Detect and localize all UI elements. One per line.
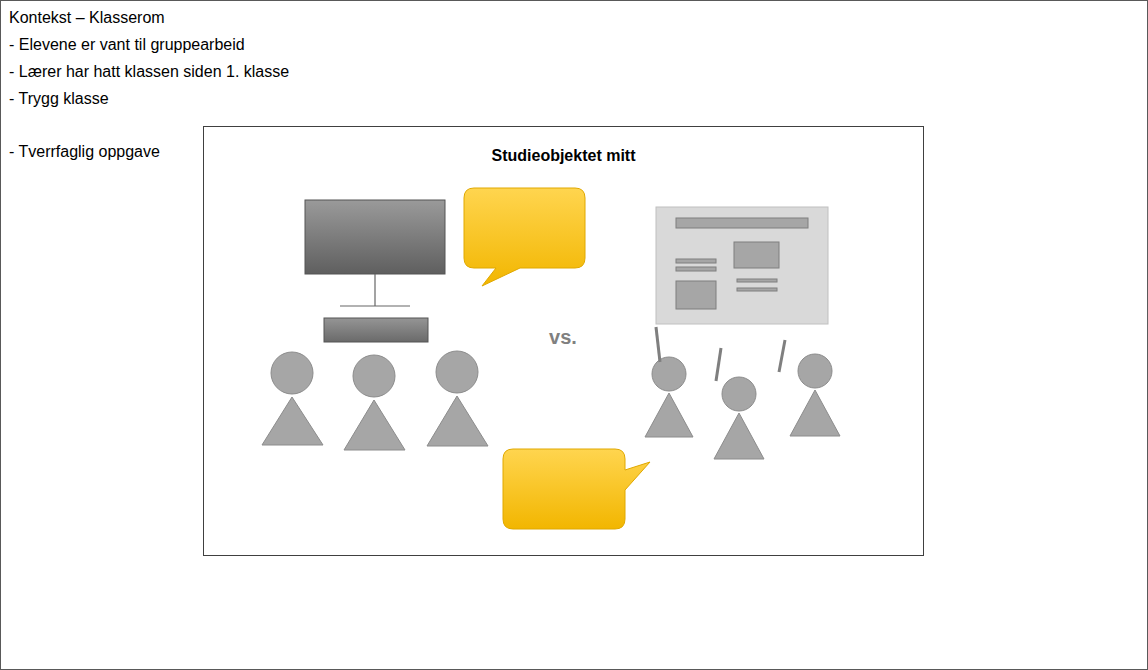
computer-icon xyxy=(305,200,445,342)
context-note: - Lærer har hatt klassen siden 1. klasse xyxy=(7,62,291,82)
context-note: - Tverrfaglig oppgave xyxy=(7,142,162,162)
people-group xyxy=(262,351,488,450)
speech-bubble xyxy=(503,449,650,529)
context-note: - Trygg klasse xyxy=(7,89,111,109)
versus-label: vs. xyxy=(547,327,579,347)
poster-icon xyxy=(656,207,828,324)
people-group xyxy=(645,354,840,459)
context-note: - Elevene er vant til gruppearbeid xyxy=(7,35,247,55)
box-title: Studieobjektet mitt xyxy=(204,127,923,165)
context-note: Kontekst – Klasserom xyxy=(7,8,167,28)
motion-marks xyxy=(656,327,785,381)
speech-bubble xyxy=(464,188,585,286)
